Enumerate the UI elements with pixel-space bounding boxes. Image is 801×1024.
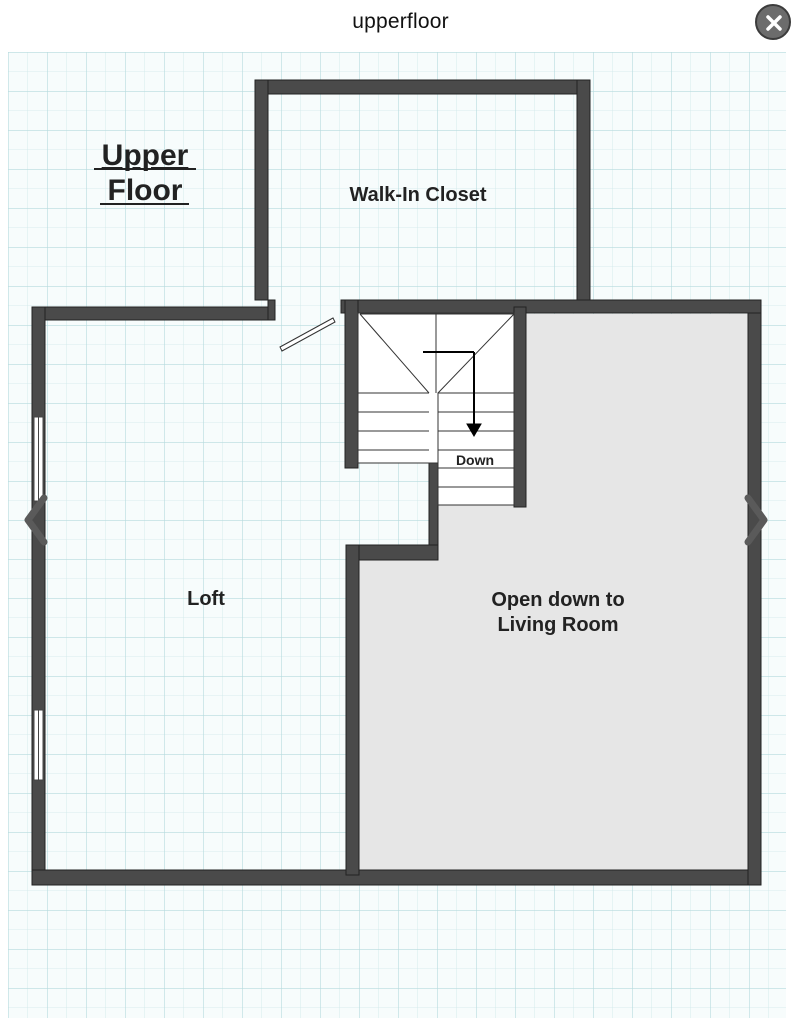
previous-button[interactable] [20,490,52,550]
door [279,317,336,352]
open-area-fill [355,314,754,874]
stair-label: Down [456,452,494,468]
room-label-closet: Walk-In Closet [349,184,486,206]
room-label-loft: Loft [187,588,225,610]
stair-direction-arrow [423,351,482,437]
room-label-open-line2: Living Room [497,614,618,636]
floor-plan-image: Upper Floor Walk-In Closet Loft Open dow… [8,52,786,1018]
chevron-right-icon [744,494,768,546]
next-button[interactable] [740,490,772,550]
room-label-open-line1: Open down to [491,589,624,611]
window-title: upperfloor [352,10,449,33]
image-viewer: Upper Floor Walk-In Closet Loft Open dow… [8,52,786,1018]
staircase [357,312,515,506]
chevron-left-icon [24,494,48,546]
plan-heading-line1: Upper [102,139,189,172]
close-button[interactable] [755,4,791,40]
close-icon [766,15,782,31]
plan-heading-line2: Floor [108,174,183,207]
windows [33,416,44,781]
